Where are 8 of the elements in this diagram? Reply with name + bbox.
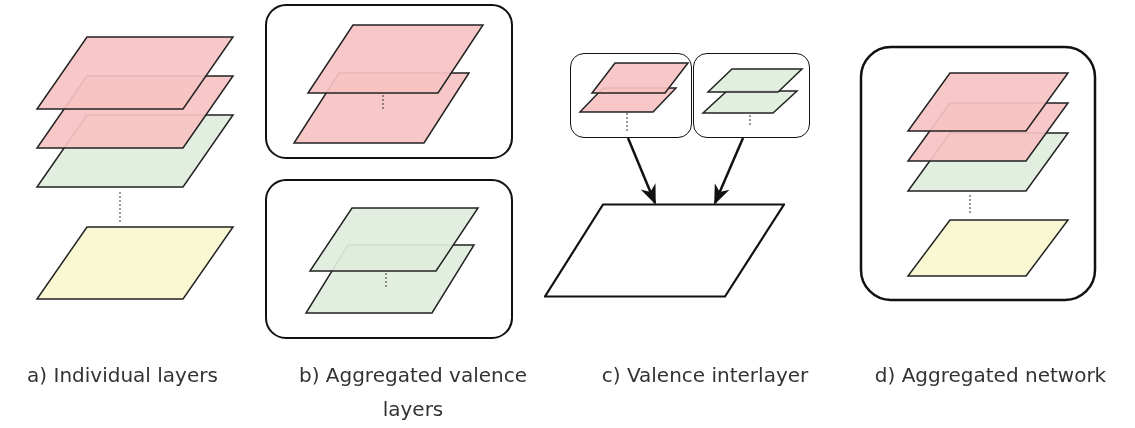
panel-caption: d) Aggregated network: [873, 362, 1108, 389]
group-box: [693, 53, 810, 138]
arrow: [713, 137, 745, 205]
arrow: [626, 137, 657, 205]
panel-caption: b) Aggregated valence layers: [297, 362, 529, 423]
group-box: [570, 53, 692, 138]
panel-caption: a) Individual layers: [26, 362, 219, 389]
panel-caption: c) Valence interlayer: [600, 362, 810, 389]
